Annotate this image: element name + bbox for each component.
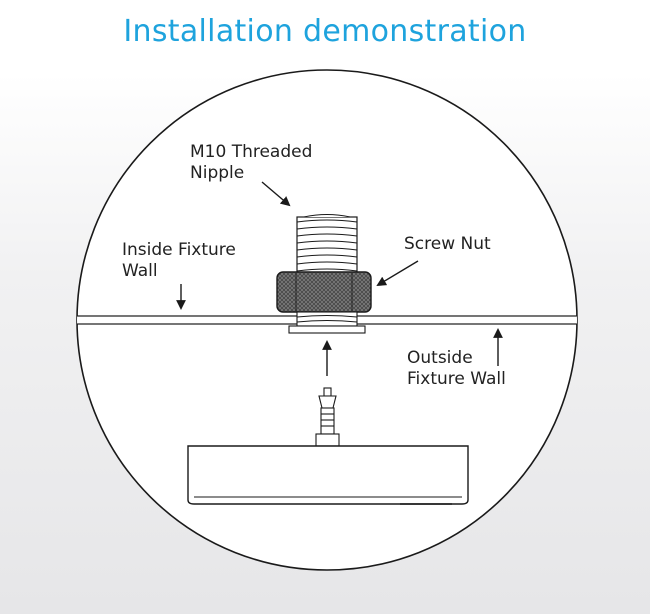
label-nipple-line1: M10 Threaded [190,142,313,162]
threaded-nipple [296,214,358,278]
label-inside-wall: Inside Fixture Wall [122,240,236,282]
screw-nut [276,271,372,313]
label-nipple-line2: Nipple [190,163,245,183]
label-inside-line1: Inside Fixture [122,240,236,260]
device-housing [187,445,469,505]
page-title: Installation demonstration [123,14,527,49]
label-screw-nut: Screw Nut [404,234,491,254]
arrow-to-nipple [261,181,291,207]
label-inside-line2: Wall [122,261,158,281]
connector-pin [315,387,340,447]
label-outside-wall: Outside Fixture Wall [407,348,506,390]
label-outside-line2: Fixture Wall [407,369,506,389]
label-outside-line1: Outside [407,348,473,368]
arrow-to-screw-nut [376,260,419,287]
label-threaded-nipple: M10 Threaded Nipple [190,142,312,184]
nipple-lower-thread [288,311,366,334]
